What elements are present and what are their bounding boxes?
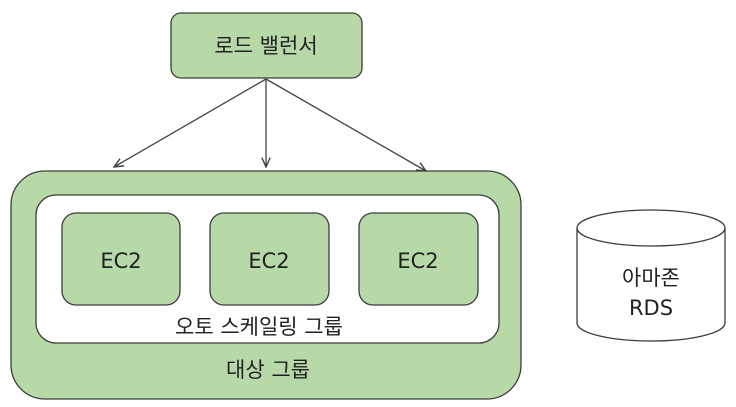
rds-database: 아마존 RDS [576,209,726,342]
ec2-label: EC2 [397,249,438,273]
ec2-box [209,212,330,306]
database-cylinder-top [576,209,726,247]
arrow-right [265,78,426,171]
database-label-line1: 아마존 [622,266,680,290]
load-balancer: 로드 밸런서 [170,12,363,79]
target-group-label: 대상 그룹 [226,358,310,382]
ec2-label: EC2 [248,249,289,273]
ec2-box [61,212,181,306]
arrows [114,78,426,171]
database-cylinder-icon [576,228,726,342]
load-balancer-label: 로드 밸런서 [214,34,317,58]
ec2-label: EC2 [100,249,141,273]
database-label-line2: RDS [629,296,673,320]
arrow-left [114,78,267,167]
ec2-instance-1: EC2 [61,212,181,306]
ec2-instance-2: EC2 [209,212,330,306]
load-balancer-box [170,12,363,79]
auto-scaling-group-label: 오토 스케일링 그룹 [175,315,343,339]
ec2-instance-3: EC2 [358,212,479,306]
ec2-box [358,212,479,306]
